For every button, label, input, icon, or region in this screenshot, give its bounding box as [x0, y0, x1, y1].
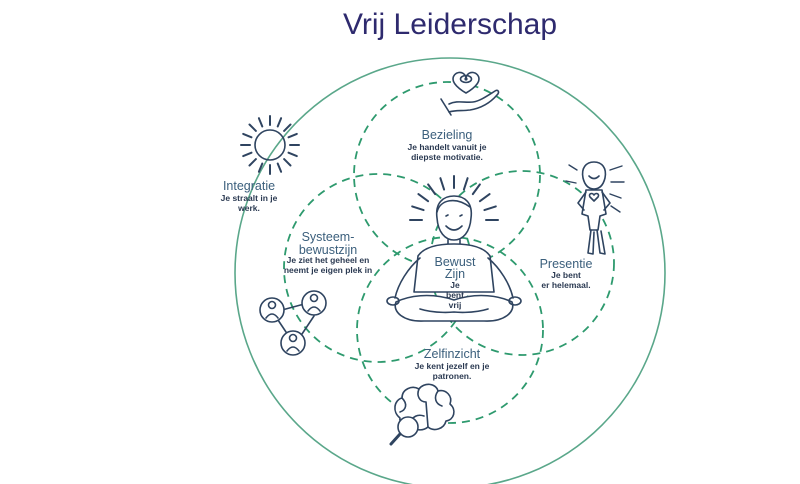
- presentie-heading: Presentie: [540, 257, 593, 271]
- center-line-3: Je: [450, 280, 460, 290]
- zelfinzicht-desc-line-1: Je kent jezelf en je: [415, 361, 490, 371]
- bezieling-desc-line-2: diepste motivatie.: [411, 152, 483, 162]
- center-line-5: vrij: [449, 300, 462, 310]
- meditating-person-icon: [386, 175, 522, 322]
- zelfinzicht-desc-line-2: patronen.: [433, 371, 472, 381]
- bezieling-desc-line-1: Je handelt vanuit je: [408, 142, 487, 152]
- section-zelfinzicht: Zelfinzicht Je kent jezelf en je patrone…: [415, 347, 490, 381]
- heart-in-hand-icon: [440, 71, 500, 116]
- integratie-desc-line-2: werk.: [237, 203, 260, 213]
- page-title: Vrij Leiderschap: [343, 8, 557, 41]
- bezieling-heading: Bezieling: [422, 128, 473, 142]
- systeem-heading-line-2: bewustzijn: [299, 243, 357, 257]
- sun-icon: [240, 115, 300, 175]
- center-line-4: bent: [446, 290, 464, 300]
- section-presentie: Presentie Je bent er helemaal.: [540, 257, 593, 290]
- integratie-heading: Integratie: [223, 179, 275, 193]
- center-line-1: Bewust: [435, 255, 477, 269]
- brain-magnifier-icon: [389, 383, 455, 446]
- section-bewust-zijn: Bewust Zijn Je bent vrij: [435, 255, 477, 310]
- systeem-desc-line-2: neemt je eigen plek in: [284, 265, 372, 275]
- circle-presentie: [429, 170, 615, 356]
- center-line-2: Zijn: [445, 267, 465, 281]
- presentie-desc-line-1: Je bent: [551, 270, 581, 280]
- section-integratie: Integratie Je straalt in je werk.: [221, 179, 278, 213]
- integratie-desc-line-1: Je straalt in je: [221, 193, 278, 203]
- standing-woman-icon: [565, 161, 625, 255]
- presentie-desc-line-2: er helemaal.: [541, 280, 590, 290]
- outer-circle: [234, 57, 666, 484]
- systeem-desc-line-1: Je ziet het geheel en: [287, 255, 370, 265]
- section-bezieling: Bezieling Je handelt vanuit je diepste m…: [408, 128, 487, 162]
- people-network-icon: [259, 290, 327, 356]
- section-systeembewustzijn: Systeem- bewustzijn Je ziet het geheel e…: [284, 230, 372, 275]
- systeem-heading-line-1: Systeem-: [302, 230, 355, 244]
- zelfinzicht-heading: Zelfinzicht: [424, 347, 481, 361]
